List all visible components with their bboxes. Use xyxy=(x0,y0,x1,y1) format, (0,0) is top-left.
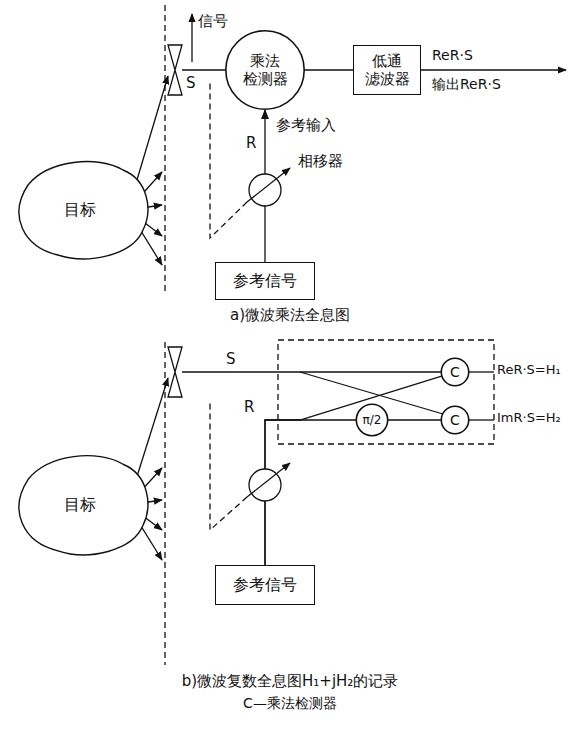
output-label: ReR·S=H₁ xyxy=(497,362,561,378)
output-wire xyxy=(469,419,494,420)
node-text: 目标 xyxy=(64,495,96,514)
phase-shifter-arrow xyxy=(247,168,290,202)
signal-wire xyxy=(182,371,441,372)
signal-wire xyxy=(182,69,225,70)
output-wire xyxy=(421,69,566,70)
quarter-phase-circle: π/2 xyxy=(356,404,388,436)
node-text: C xyxy=(450,412,460,429)
target-blob: 目标 xyxy=(8,155,152,265)
signal-symbol: S xyxy=(186,74,196,92)
antenna-symbol xyxy=(168,45,182,95)
output-label: ReR·S xyxy=(432,47,473,64)
output-label: 输出ReR·S xyxy=(432,76,501,93)
signal-symbol: S xyxy=(226,350,236,368)
caption: C—乘法检测器 xyxy=(243,695,337,712)
target-blob: 目标 xyxy=(8,449,152,561)
filter-box: 低通 滤波器 xyxy=(353,45,421,95)
caption: b)微波复数全息图H₁+jH₂的记录 xyxy=(182,672,399,690)
node-text: C xyxy=(450,364,460,381)
node-text: 低通 滤波器 xyxy=(362,52,412,88)
aperture-line xyxy=(164,5,165,292)
detector-circle: C xyxy=(441,358,469,386)
connector xyxy=(305,69,353,70)
polarization-arrow xyxy=(191,14,192,62)
node-text: 参考信号 xyxy=(233,575,297,594)
reference-symbol: R xyxy=(246,134,256,152)
reference-symbol: R xyxy=(244,398,254,416)
output-label: ImR·S=H₂ xyxy=(497,410,561,426)
reference-box: 参考信号 xyxy=(215,262,315,300)
connector xyxy=(388,419,441,420)
detector-circle: C xyxy=(441,406,469,434)
reference-input-label: 参考输入 xyxy=(276,116,336,134)
connector xyxy=(265,376,442,565)
scan-link xyxy=(210,402,247,530)
antenna-symbol xyxy=(168,347,182,397)
detector-group-box xyxy=(278,340,494,444)
signal-label: 信号 xyxy=(198,12,228,30)
node-text: 乘法 检测器 xyxy=(240,52,290,88)
caption: a)微波乘法全息图 xyxy=(230,306,350,324)
scan-link xyxy=(210,80,247,238)
node-text: 参考信号 xyxy=(233,271,297,290)
output-wire xyxy=(469,371,494,372)
reference-box: 参考信号 xyxy=(215,565,315,605)
phase-shifter-arrow xyxy=(247,463,290,497)
node-text: 目标 xyxy=(64,200,96,219)
node-text: π/2 xyxy=(363,413,382,427)
multiplier-circle: 乘法 检测器 xyxy=(225,30,305,110)
phase-shifter-label: 相移器 xyxy=(298,152,343,170)
